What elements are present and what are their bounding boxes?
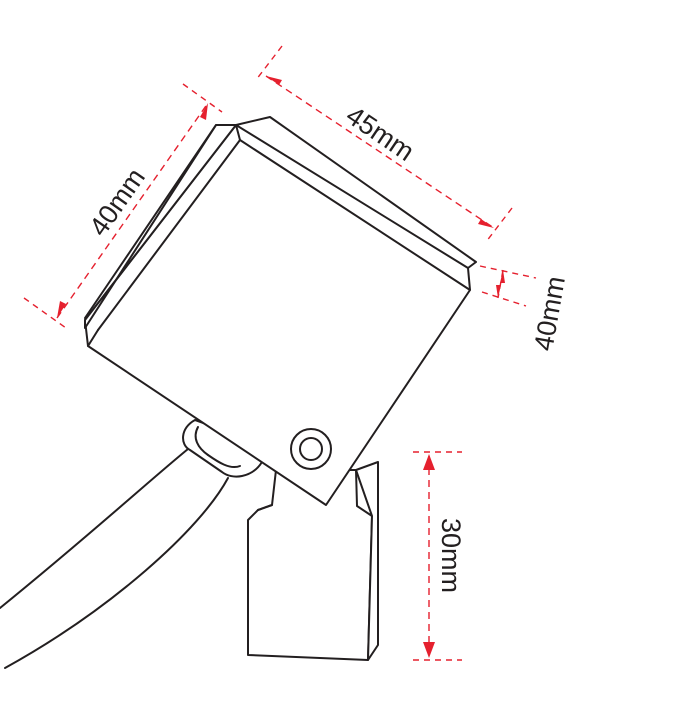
cable-gland	[182, 419, 263, 478]
fixture-body	[84, 116, 477, 506]
dimension-depth: 40mm	[479, 265, 571, 353]
left-height-label: 40mm	[83, 163, 151, 242]
width-label: 45mm	[341, 100, 420, 167]
cable	[0, 448, 229, 669]
mounting-screw	[290, 428, 332, 470]
bracket	[247, 461, 379, 661]
depth-label: 40mm	[528, 274, 571, 353]
bracket-label: 30mm	[436, 518, 466, 593]
dimension-bracket: 30mm	[413, 451, 466, 661]
